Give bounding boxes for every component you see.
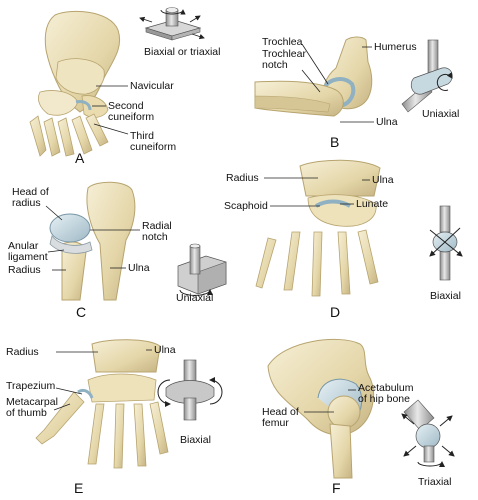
- panel-d-wrist-illustration: [255, 159, 381, 297]
- label-ulna-c: Ulna: [128, 262, 150, 274]
- label-trochlear-line1: Trochlear: [262, 48, 306, 60]
- panel-f-joint-icon: [401, 399, 455, 468]
- label-second-line2: cuneiform: [108, 111, 155, 123]
- panel-c-leader-lines: [45, 205, 140, 271]
- panel-f-leader-lines: [304, 389, 356, 413]
- panel-e-leader-lines: [53, 349, 152, 411]
- label-ulna-e: Ulna: [154, 344, 176, 356]
- panel-c-joint-icon: [177, 243, 227, 296]
- panel-a-joint-icon: [139, 7, 205, 41]
- label-ulna-b: Ulna: [376, 116, 398, 128]
- label-trochlear-line2: notch: [262, 59, 288, 71]
- label-radius-d: Radius: [226, 172, 259, 184]
- label-radius-e: Radius: [6, 346, 39, 358]
- panel-c-forearm-illustration: [49, 181, 136, 301]
- panel-b-letter: B: [330, 134, 340, 150]
- panel-d-joint-icon: [429, 205, 463, 281]
- label-head-of-radius-line2: radius: [12, 197, 41, 209]
- label-radial-notch-line1: Radial: [142, 220, 172, 232]
- panel-a-foot-illustration: [29, 10, 120, 157]
- label-third-line2: cuneiform: [130, 141, 177, 153]
- panel-a-joint-caption: Biaxial or triaxial: [144, 46, 221, 58]
- panel-b-joint-icon: [401, 39, 453, 113]
- label-second-line1: Second: [108, 100, 144, 112]
- panel-d-letter: D: [330, 304, 341, 320]
- label-trochlea: Trochlea: [262, 36, 303, 48]
- label-head-of-femur-line1: Head of: [262, 406, 299, 418]
- label-metacarpal-line1: Metacarpal: [6, 396, 58, 408]
- panel-f-hip-illustration: [267, 338, 374, 479]
- panel-a-letter: A: [75, 150, 85, 166]
- label-anular-line2: ligament: [8, 251, 48, 263]
- panel-b-elbow-illustration: [254, 36, 373, 117]
- panel-f-letter: F: [332, 480, 341, 496]
- panel-e-joint-caption: Biaxial: [180, 434, 211, 446]
- panel-a-leader-lines: [92, 85, 129, 135]
- panel-d-leader-lines: [264, 177, 370, 207]
- label-ulna-d: Ulna: [372, 174, 394, 186]
- label-navicular: Navicular: [130, 80, 174, 92]
- label-radial-notch-line2: notch: [142, 231, 168, 243]
- panel-d-joint-caption: Biaxial: [430, 290, 461, 302]
- label-anular-line1: Anular: [8, 240, 39, 252]
- label-head-of-femur-line2: femur: [262, 417, 289, 429]
- label-scaphoid: Scaphoid: [224, 200, 268, 212]
- panel-c-joint-caption: Uniaxial: [176, 292, 214, 304]
- panel-e-letter: E: [74, 480, 84, 496]
- label-humerus: Humerus: [374, 41, 417, 53]
- label-lunate: Lunate: [356, 198, 389, 210]
- label-head-of-radius-line1: Head of: [12, 186, 49, 198]
- label-third-line1: Third: [130, 130, 154, 142]
- panel-c-letter: C: [76, 304, 87, 320]
- panel-e-joint-icon: [157, 359, 223, 421]
- panel-b-joint-caption: Uniaxial: [422, 108, 460, 120]
- panel-f-joint-caption: Triaxial: [418, 476, 452, 488]
- panel-e-hand-illustration: [35, 339, 169, 469]
- label-metacarpal-line2: of thumb: [6, 407, 47, 419]
- label-trapezium: Trapezium: [6, 380, 56, 392]
- label-radius-c: Radius: [8, 264, 41, 276]
- label-acetabulum-line1: Acetabulum: [358, 382, 414, 394]
- panel-b-leader-lines: [301, 43, 374, 123]
- label-acetabulum-line2: of hip bone: [358, 393, 410, 405]
